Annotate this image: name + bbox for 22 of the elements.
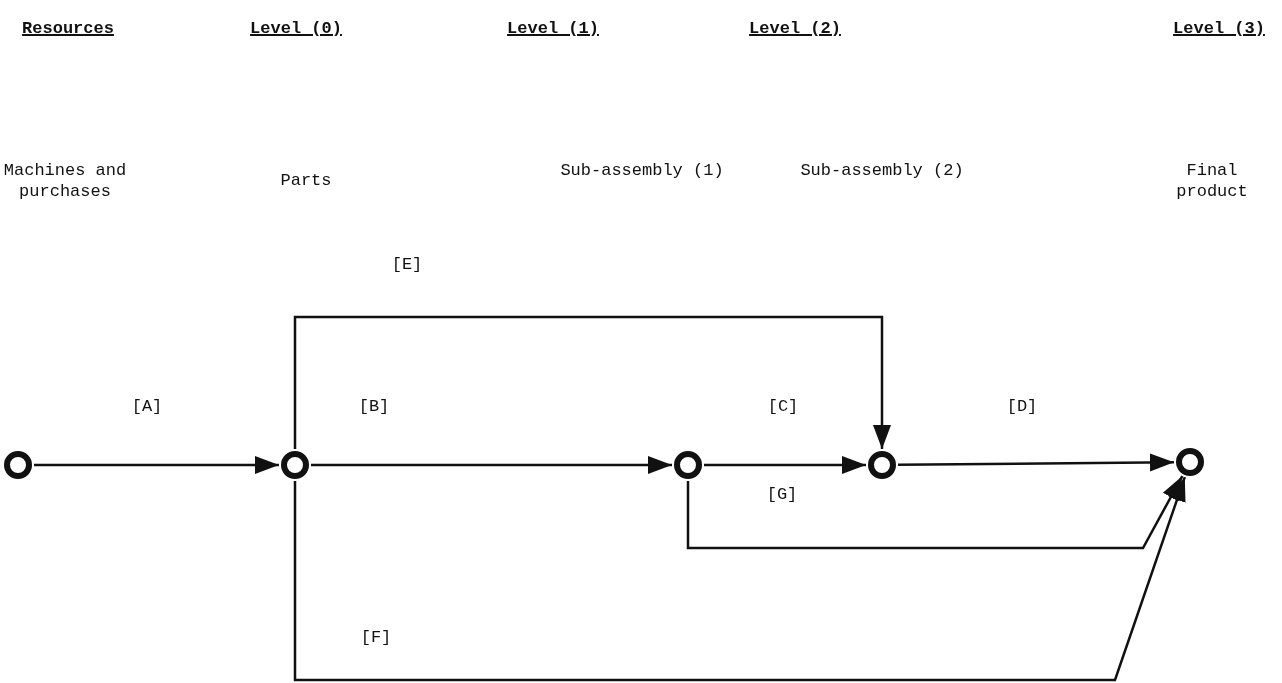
arrow xyxy=(898,453,1174,472)
event-circle xyxy=(2,449,34,481)
column-label: Machines and purchases xyxy=(2,160,128,203)
event-circle xyxy=(866,449,898,481)
arrow xyxy=(293,315,891,449)
column-label: Sub-assembly (1) xyxy=(559,160,725,182)
column-heading: Level (3) xyxy=(1172,18,1266,40)
column-heading: Level (1) xyxy=(506,18,600,40)
event-circle xyxy=(672,449,704,481)
arrow xyxy=(293,476,1186,682)
arrow xyxy=(34,456,279,474)
column-label: Parts xyxy=(279,170,333,192)
arrow xyxy=(311,456,672,474)
arrow xyxy=(686,475,1184,550)
column-heading: Level (2) xyxy=(748,18,842,40)
arrow xyxy=(704,456,866,474)
event-circle xyxy=(1174,446,1206,478)
column-label: Sub-assembly (2) xyxy=(799,160,965,182)
column-heading: Resources xyxy=(21,18,115,40)
event-circle xyxy=(279,449,311,481)
column-heading: Level (0) xyxy=(249,18,343,40)
column-label: Final product xyxy=(1175,160,1249,203)
